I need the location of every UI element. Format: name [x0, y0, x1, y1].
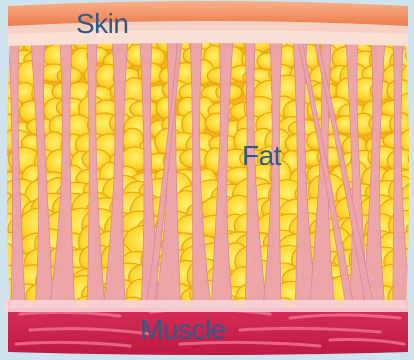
skin-layer	[8, 1, 408, 46]
fat-cell	[0, 166, 7, 185]
fat-layer	[0, 25, 414, 335]
fat-label: Fat	[242, 140, 281, 172]
fat-cell	[408, 149, 414, 168]
fat-cell	[409, 250, 414, 281]
fat-cell	[0, 97, 4, 117]
fat-cell	[0, 32, 7, 51]
skin-label: Skin	[76, 8, 128, 40]
muscle-label: Muscle	[140, 314, 226, 346]
